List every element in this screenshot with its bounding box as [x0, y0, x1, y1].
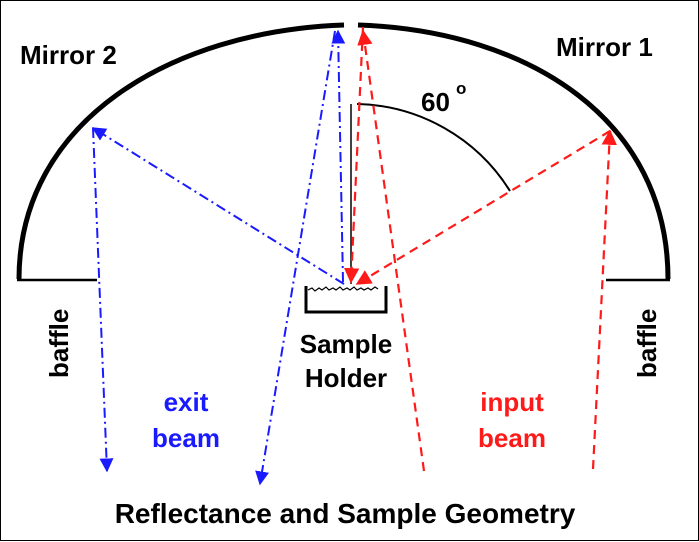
- mirror-1-arc: [357, 22, 671, 280]
- mirror-2-arc: [16, 22, 345, 280]
- mirror-1-label: Mirror 1: [556, 32, 653, 62]
- exit-beam-label-line2: beam: [152, 423, 220, 453]
- input-beam-to-port: [357, 29, 426, 472]
- mirror-2-label: Mirror 2: [20, 40, 117, 70]
- sample-holder-cup: [304, 286, 388, 314]
- baffle-right-label: baffle: [632, 309, 662, 378]
- angle-label: 60: [421, 87, 450, 117]
- input-beam-label-line2: beam: [478, 423, 546, 453]
- sample-surface: [307, 286, 379, 292]
- baffle-left-label: baffle: [44, 309, 74, 378]
- exit-beam-label-line1: exit: [164, 387, 209, 417]
- angle-arc: [356, 103, 511, 192]
- input-beam-entry: [591, 129, 617, 470]
- angle-superscript: o: [456, 79, 466, 98]
- input-beam-from-port: [343, 26, 365, 284]
- exit-beam-from-port: [255, 30, 336, 486]
- exit-beam: [91, 29, 346, 486]
- exit-beam-to-port: [331, 29, 346, 283]
- exit-beam-out: [92, 127, 114, 473]
- input-beam-to-sample: [355, 130, 611, 285]
- input-beam: [343, 26, 617, 472]
- sample-holder-label-line2: Holder: [305, 363, 387, 393]
- diagram-caption: Reflectance and Sample Geometry: [115, 498, 576, 529]
- sample-holder-label-line1: Sample: [300, 329, 393, 359]
- exit-beam-to-mirror: [91, 127, 345, 285]
- input-beam-label-line1: input: [480, 387, 544, 417]
